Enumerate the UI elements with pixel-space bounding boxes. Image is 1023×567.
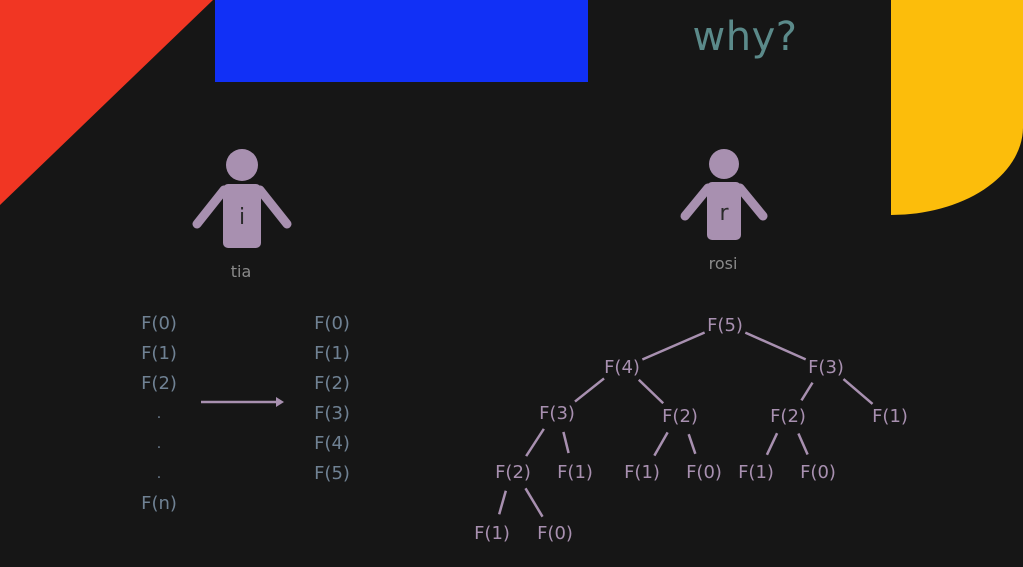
yellow-quarter-shape: [891, 0, 1023, 215]
tree-edge: [842, 378, 874, 405]
sequence-left-item: .: [156, 436, 162, 452]
red-triangle-shape: [0, 0, 213, 205]
tree-node: F(1): [557, 462, 593, 483]
sequence-right-item: F(0): [314, 313, 350, 334]
tree-edge: [574, 377, 605, 403]
sequence-left-item: .: [156, 406, 162, 422]
tree-edge: [800, 381, 814, 402]
sequence-left-item: .: [156, 466, 162, 482]
person-icon-tia: i: [192, 149, 292, 248]
tree-node: F(0): [800, 462, 836, 483]
tree-node: F(2): [770, 406, 806, 427]
tree-edge: [744, 331, 807, 361]
arrow-right-icon: [201, 397, 284, 407]
sequence-right-item: F(5): [314, 463, 350, 484]
sequence-left-item: F(1): [141, 343, 177, 364]
tree-node: F(0): [537, 523, 573, 544]
person-icon-rosi: r: [680, 149, 768, 240]
tree-edge: [497, 490, 508, 515]
tree-node: F(3): [808, 357, 844, 378]
tree-node: F(5): [707, 315, 743, 336]
blue-rectangle-shape: [215, 0, 588, 82]
sequence-right-item: F(3): [314, 403, 350, 424]
sequence-left-item: F(n): [141, 493, 177, 514]
sequence-left-column: F(0) F(1) F(2)... F(n): [119, 309, 199, 519]
person-name-rosi: rosi: [708, 254, 738, 273]
tree-edge: [641, 331, 706, 361]
sequence-right-item: F(1): [314, 343, 350, 364]
sequence-right-item: F(2): [314, 373, 350, 394]
tree-edge: [525, 428, 545, 457]
tree-edge: [637, 378, 665, 405]
tree-node: F(1): [738, 462, 774, 483]
tree-node: F(2): [495, 462, 531, 483]
tree-edge: [653, 431, 669, 457]
tree-node: F(4): [604, 357, 640, 378]
sequence-right-column: F(0) F(1) F(2) F(3) F(4) F(5): [292, 309, 372, 489]
sequence-left-item: F(0): [141, 313, 177, 334]
person-name-tia: tia: [230, 262, 252, 281]
tree-node: F(1): [872, 406, 908, 427]
sequence-left-item: F(2): [141, 373, 177, 394]
person-letter-rosi: r: [719, 201, 729, 226]
tree-node: F(1): [474, 523, 510, 544]
sequence-right-item: F(4): [314, 433, 350, 454]
tree-node: F(0): [686, 462, 722, 483]
tree-edge: [687, 433, 697, 455]
page-title: why?: [692, 14, 798, 60]
tree-edge: [765, 432, 779, 456]
tree-edge: [797, 432, 809, 456]
tree-edge: [524, 487, 544, 518]
tree-node: F(1): [624, 462, 660, 483]
tree-node: F(3): [539, 403, 575, 424]
tree-edge: [562, 431, 570, 454]
tree-node: F(2): [662, 406, 698, 427]
person-letter-tia: i: [239, 205, 245, 230]
